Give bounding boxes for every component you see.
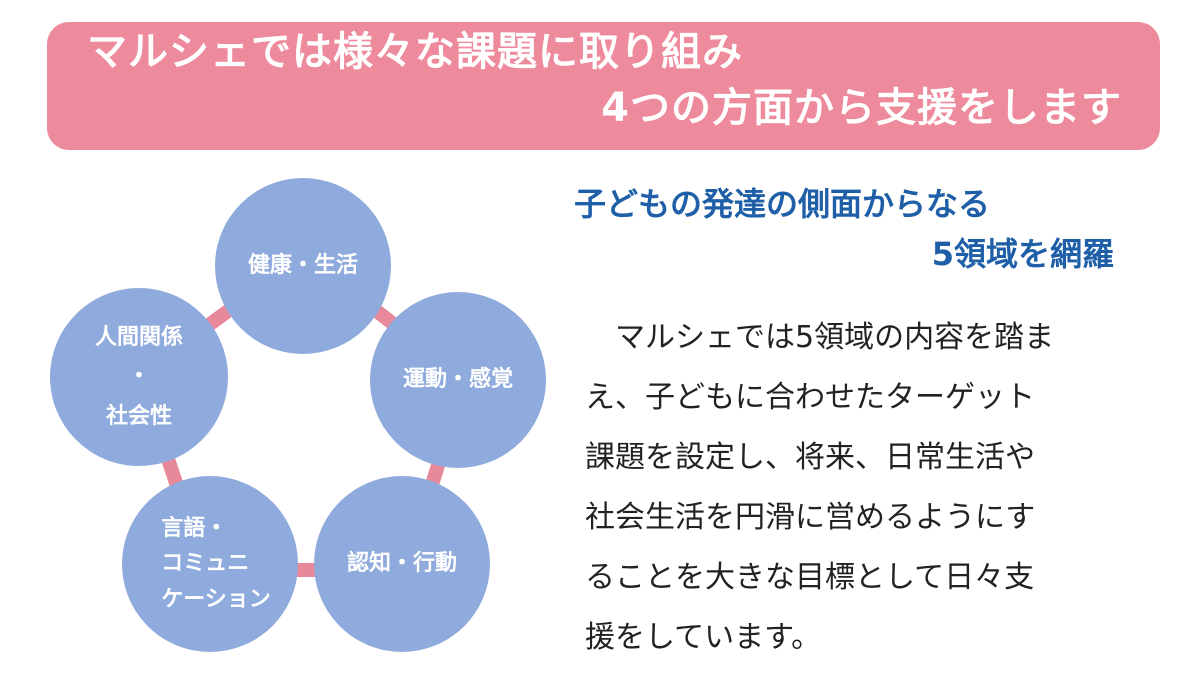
- domain-label: 健康・生活: [247, 253, 358, 279]
- domain-relationships-sociality: 人間関係 ・ 社会性: [50, 288, 228, 466]
- domain-label: 言語・ コミュニ ケーション: [161, 516, 271, 612]
- domain-label: 人間関係 ・ 社会性: [94, 324, 183, 429]
- paragraph-line: 援をしています。: [585, 620, 822, 655]
- banner-title-line-2: 4つの方面から支援をします: [601, 85, 1122, 131]
- domain-cognition-behavior: 認知・行動: [314, 476, 490, 652]
- five-domains-diagram: 健康・生活 運動・感覚 認知・行動 言語・ コミュニ ケーション 人間関係 ・ …: [50, 170, 560, 670]
- domain-label: 運動・感覚: [402, 367, 513, 393]
- paragraph-line: 社会生活を円滑に営めるようにす: [585, 500, 1036, 535]
- banner-title-line-1: マルシェでは様々な課題に取り組み: [87, 29, 743, 75]
- domain-motor-sensory: 運動・感覚: [370, 292, 546, 468]
- subheading-line-1: 子どもの発達の側面からなる: [574, 185, 991, 223]
- domain-health-life: 健康・生活: [215, 178, 391, 354]
- domain-language-communication: 言語・ コミュニ ケーション: [122, 476, 298, 652]
- paragraph-line: え、子どもに合わせたターゲット: [585, 380, 1035, 415]
- paragraph-line: ることを大きな目標として日々支: [585, 560, 1035, 595]
- title-banner: マルシェでは様々な課題に取り組み 4つの方面から支援をします: [47, 22, 1160, 150]
- subheading-line-2: 5領域を網羅: [931, 235, 1114, 273]
- paragraph-line: 課題を設定し、将来、日常生活や: [585, 440, 1035, 475]
- domain-label: 認知・行動: [346, 551, 457, 577]
- description-paragraph: マルシェでは5領域の内容を踏ま え、子どもに合わせたターゲット 課題を設定し、将…: [585, 308, 1145, 668]
- paragraph-line: マルシェでは5領域の内容を踏ま: [615, 320, 1055, 355]
